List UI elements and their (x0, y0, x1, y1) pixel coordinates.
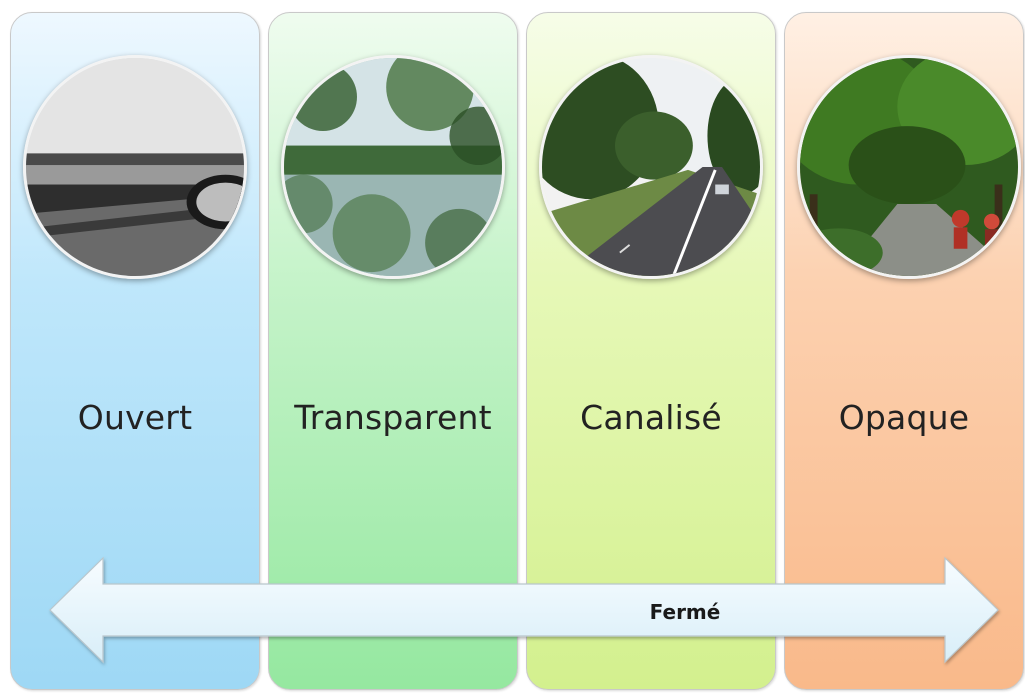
arrow-label: Fermé (649, 600, 721, 624)
label-transparent: Transparent (294, 398, 492, 437)
label-ouvert: Ouvert (77, 398, 193, 437)
label-canalise: Canalisé (580, 398, 722, 437)
label-opaque: Opaque (838, 398, 970, 437)
opaque-tree-canopy-photo (797, 55, 1021, 279)
arrow-shape (49, 556, 999, 664)
